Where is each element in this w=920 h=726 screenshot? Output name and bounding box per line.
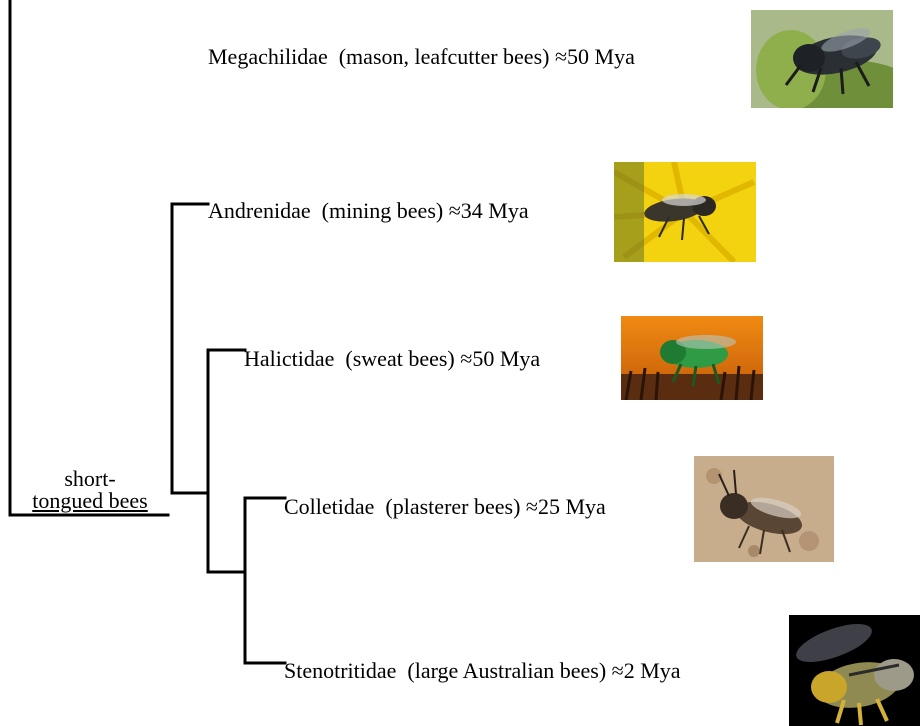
taxon-common-name: (plasterer bees) <box>385 494 520 519</box>
taxon-age: ≈2 Mya <box>612 658 681 683</box>
tree-branch-halictidae <box>208 350 245 572</box>
taxon-name: Megachilidae <box>208 44 328 69</box>
taxon-name: Andrenidae <box>208 198 311 223</box>
taxon-age: ≈34 Mya <box>449 198 529 223</box>
taxon-label-halictidae: Halictidae (sweat bees) ≈50 Mya <box>244 346 540 372</box>
clade-label: short- tongued bees <box>15 468 165 512</box>
tree-branch-colletidae <box>245 498 285 663</box>
mason-bee-photo <box>751 10 893 108</box>
taxon-age: ≈25 Mya <box>526 494 606 519</box>
taxon-label-stenotritidae: Stenotritidae (large Australian bees) ≈2… <box>284 658 681 684</box>
taxon-label-colletidae: Colletidae (plasterer bees) ≈25 Mya <box>284 494 606 520</box>
taxon-age: ≈50 Mya <box>555 44 635 69</box>
australian-bee-photo <box>789 615 920 726</box>
taxon-label-megachilidae: Megachilidae (mason, leafcutter bees) ≈5… <box>208 44 635 70</box>
taxon-common-name: (sweat bees) <box>345 346 454 371</box>
taxon-name: Halictidae <box>244 346 334 371</box>
taxon-common-name: (mining bees) <box>322 198 444 223</box>
taxon-name: Stenotritidae <box>284 658 396 683</box>
tree-branch-andrenidae <box>172 204 208 493</box>
taxon-common-name: (large Australian bees) <box>407 658 606 683</box>
taxon-name: Colletidae <box>284 494 374 519</box>
clade-label-line1: short- <box>15 468 165 490</box>
taxon-common-name: (mason, leafcutter bees) <box>339 44 550 69</box>
clade-label-line2: tongued bees <box>15 490 165 512</box>
mining-bee-photo <box>614 162 756 262</box>
taxon-age: ≈50 Mya <box>460 346 540 371</box>
plasterer-bee-photo <box>694 456 834 562</box>
sweat-bee-photo <box>621 316 763 400</box>
taxon-label-andrenidae: Andrenidae (mining bees) ≈34 Mya <box>208 198 529 224</box>
